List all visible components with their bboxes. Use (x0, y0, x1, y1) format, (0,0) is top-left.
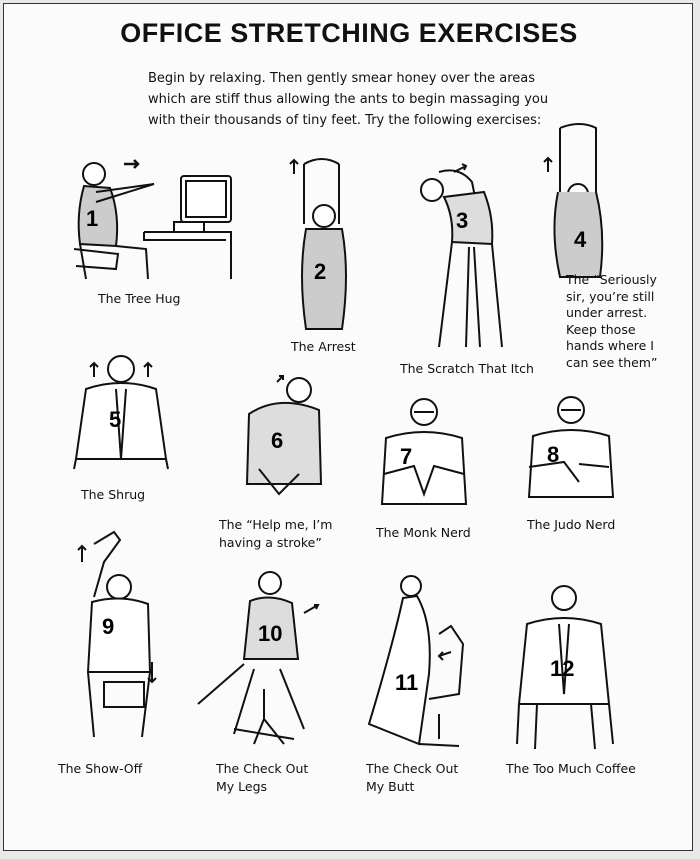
exercise-caption: The Arrest (291, 338, 356, 356)
caption-line: My Legs (216, 779, 268, 794)
exercise-1-illustration: 1 (66, 154, 236, 284)
exercise-caption: The Too Much Coffee (506, 760, 636, 778)
scratch-itch-figure (420, 163, 503, 348)
caption-line: The Too Much Coffee (506, 761, 636, 776)
monk-nerd-figure (380, 398, 468, 505)
caption-line: hands where I (566, 338, 654, 353)
caption-line: can see them” (566, 354, 658, 370)
exercise-5-illustration: 5 (66, 349, 176, 479)
exercise-number: 6 (271, 428, 284, 453)
caption-line: The Check Out (216, 761, 309, 776)
caption-line: The Shrug (81, 487, 146, 502)
intro-line: which are stiff thus allowing the ants t… (148, 92, 549, 107)
caption-line: The “Help me, I’m (219, 517, 333, 532)
exercise-6-illustration: 6 (239, 374, 329, 509)
caption-line: The Scratch That Itch (400, 361, 534, 376)
exercise-caption: The “Seriously sir, you’re still under a… (566, 272, 657, 371)
exercise-4-illustration: 4 (543, 122, 614, 282)
exercise-11-illustration: 11 (359, 574, 479, 754)
caption-line: The Arrest (291, 339, 356, 354)
caption-line: under arrest. (566, 305, 648, 320)
exercise-10-illustration: 10 (194, 569, 334, 749)
exercise-caption: The Show-Off (58, 760, 142, 778)
caption-line: The Judo Nerd (527, 517, 616, 532)
exercise-number: 2 (314, 259, 327, 284)
judo-nerd-figure (527, 396, 615, 498)
intro-paragraph: Begin by relaxing. Then gently smear hon… (148, 68, 568, 131)
exercise-caption: The Check Out My Legs (216, 760, 308, 796)
too-much-coffee-figure (516, 585, 614, 750)
exercise-number: 5 (109, 407, 122, 432)
exercise-caption: The Tree Hug (98, 290, 181, 308)
caption-line: The Show-Off (58, 761, 143, 776)
exercise-number: 9 (102, 614, 115, 639)
intro-line: Begin by relaxing. Then gently smear hon… (148, 71, 535, 86)
exercise-number: 10 (258, 621, 283, 646)
exercise-number: 7 (400, 444, 413, 469)
exercise-caption: The “Help me, I’m having a stroke” (219, 516, 332, 552)
stroke-figure (245, 375, 323, 496)
caption-line: having a stroke” (219, 535, 322, 550)
caption-line: The Check Out (366, 761, 459, 776)
caption-line: The Monk Nerd (376, 525, 471, 540)
exercise-caption: The Check Out My Butt (366, 760, 458, 796)
still-under-arrest-figure (543, 123, 604, 278)
exercise-number: 1 (86, 206, 99, 231)
exercise-caption: The Scratch That Itch (400, 360, 534, 378)
page-title: OFFICE STRETCHING EXERCISES (120, 18, 578, 48)
exercise-12-illustration: 12 (509, 584, 619, 754)
caption-line: Keep those (566, 321, 636, 337)
intro-line: with their thousands of tiny feet. Try t… (148, 113, 542, 128)
shrug-figure (73, 355, 169, 470)
exercise-number: 4 (574, 227, 587, 252)
exercise-number: 11 (395, 670, 419, 695)
exercise-caption: The Shrug (81, 486, 145, 504)
caption-line: sir, you’re still (566, 288, 655, 304)
tree-hug-figure (73, 159, 232, 280)
caption-line: The Tree Hug (98, 291, 181, 306)
check-out-butt-figure (367, 575, 465, 747)
exercise-number: 12 (550, 656, 575, 681)
caption-line: My Butt (366, 779, 415, 794)
exercise-number: 3 (456, 208, 469, 233)
worksheet: OFFICE STRETCHING EXERCISES Begin by rel… (3, 3, 693, 851)
exercise-number: 8 (547, 442, 560, 467)
exercise-3-illustration: 3 (414, 162, 514, 352)
check-out-legs-figure (197, 571, 320, 745)
caption-line: The “Seriously (566, 272, 657, 287)
exercise-7-illustration: 7 (374, 394, 474, 514)
show-off-figure (77, 530, 157, 738)
exercise-caption: The Judo Nerd (527, 516, 615, 534)
exercise-2-illustration: 2 (284, 154, 364, 339)
exercise-caption: The Monk Nerd (376, 524, 471, 542)
arrest-figure (289, 158, 347, 330)
exercise-8-illustration: 8 (519, 392, 619, 507)
exercise-9-illustration: 9 (64, 530, 164, 752)
